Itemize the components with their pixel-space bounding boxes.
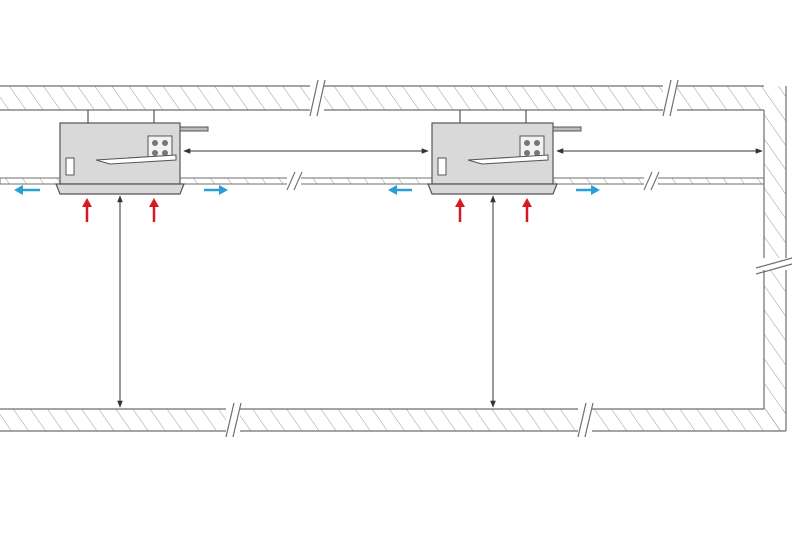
arrow-left-icon — [388, 185, 412, 195]
arrow-up-icon — [522, 198, 532, 222]
arrow-up-icon — [455, 198, 465, 222]
refrigerant-pipe-icon — [467, 154, 549, 165]
decoration-panel — [427, 183, 558, 195]
break-mark-icon — [643, 171, 660, 191]
break-mark-icon — [286, 171, 303, 191]
right-wall — [755, 86, 793, 431]
refrigerant-pipe-icon — [95, 154, 177, 165]
supply-air-arrows — [14, 185, 600, 195]
break-mark-icon — [577, 402, 594, 438]
indoor-unit-1 — [55, 110, 209, 195]
break-mark-icon — [309, 79, 326, 117]
drain-pipe-icon — [179, 126, 209, 132]
arrow-left-icon — [14, 185, 40, 195]
floor-slab — [0, 402, 786, 438]
break-mark-icon — [662, 79, 679, 117]
arrow-right-icon — [576, 185, 600, 195]
upper-slab — [0, 79, 764, 117]
break-mark-icon — [225, 402, 242, 438]
dimension-lines — [117, 148, 763, 408]
arrow-up-icon — [82, 198, 92, 222]
indoor-unit-2 — [427, 110, 582, 195]
control-box-icon — [437, 157, 447, 176]
decoration-panel — [55, 183, 185, 195]
break-mark-icon — [755, 257, 793, 275]
drain-pipe-icon — [552, 126, 582, 132]
arrow-up-icon — [149, 198, 159, 222]
return-air-arrows — [82, 198, 532, 222]
arrow-right-icon — [204, 185, 228, 195]
control-box-icon — [65, 157, 75, 176]
